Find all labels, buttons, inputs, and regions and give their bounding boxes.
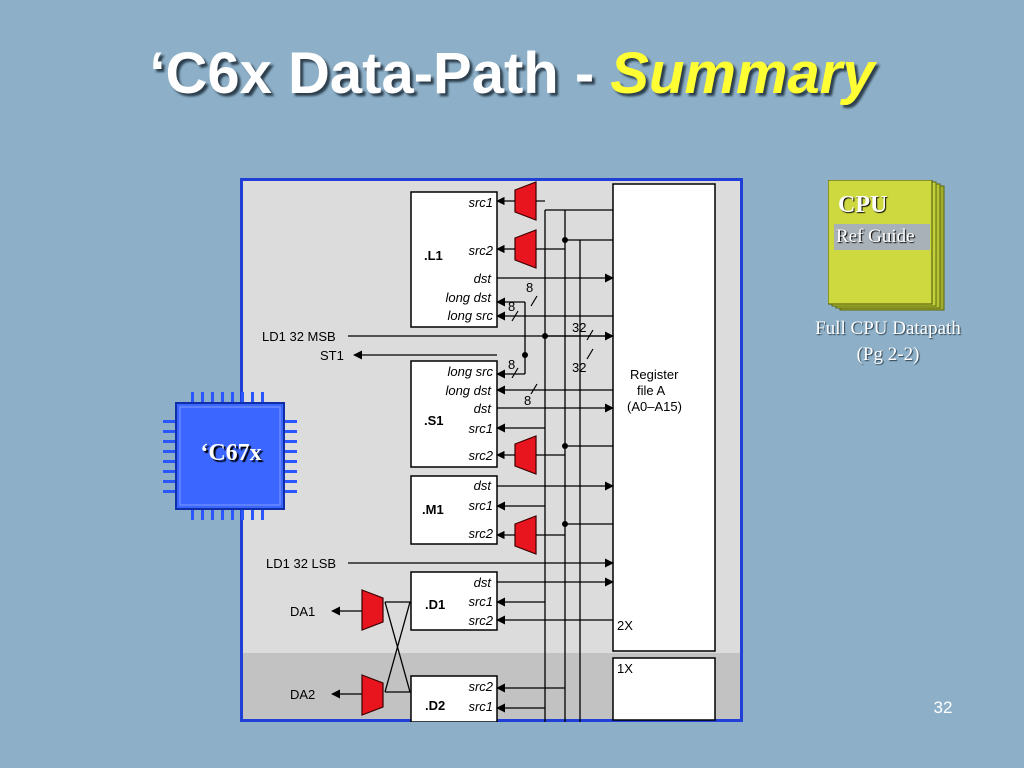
cross-path-2x: 2X (617, 618, 633, 633)
port-m1-dst: dst (474, 478, 493, 493)
register-file-b (612, 657, 716, 721)
width-label-5: 8 (508, 357, 515, 372)
port-d2-src2: src2 (468, 679, 493, 694)
register-file-line2: file A (637, 383, 666, 398)
unit-label-m1: .M1 (422, 502, 444, 517)
mux-l1-src1 (514, 181, 537, 221)
port-d1-dst: dst (474, 575, 493, 590)
signal-da1: DA1 (290, 604, 315, 619)
signal-ld1-msb: LD1 32 MSB (262, 329, 336, 344)
datapath-caption: Full CPU Datapath (Pg 2-2) (788, 316, 988, 368)
width-label-1: 8 (526, 280, 533, 295)
unit-d2 (410, 675, 498, 722)
wire-cross-2 (384, 601, 411, 693)
unit-m1 (410, 475, 498, 545)
tick-2 (511, 310, 519, 322)
junction-1 (562, 237, 568, 243)
port-s1-dst: dst (474, 401, 493, 416)
width-label-3: 32 (572, 320, 586, 335)
tick-1 (530, 295, 538, 307)
mux-m1-src2 (514, 515, 537, 555)
page-number: 32 (933, 698, 953, 717)
port-l1-long-src: long src (447, 308, 493, 323)
junction-3 (522, 352, 528, 358)
unit-d1 (410, 571, 498, 631)
unit-label-l1: .L1 (424, 248, 443, 263)
port-s1-long-src: long src (447, 364, 493, 379)
signal-ld1-lsb: LD1 32 LSB (266, 556, 336, 571)
reference-book-icon (828, 180, 945, 311)
port-l1-dst: dst (474, 271, 493, 286)
width-label-6: 8 (524, 393, 531, 408)
register-file-line3: (A0–A15) (627, 399, 682, 414)
mux-l1-src2 (514, 229, 537, 269)
port-l1-src1: src1 (468, 195, 493, 210)
title-emphasis: Summary (610, 41, 875, 106)
processor-chip-icon (163, 392, 297, 520)
datapath-diagram: Register file A (A0–A15) 2X 1X .L1 .S1 .… (240, 178, 743, 722)
tick-3 (586, 329, 594, 341)
port-m1-src2: src2 (468, 526, 493, 541)
book-title: CPU (838, 192, 888, 218)
signal-st1: ST1 (320, 348, 344, 363)
caption-line1: Full CPU Datapath (815, 318, 961, 339)
title-main: ‘C6x Data-Path - (149, 41, 611, 106)
port-s1-long-dst: long dst (445, 383, 492, 398)
signal-da2: DA2 (290, 687, 315, 702)
unit-l1 (410, 191, 498, 328)
port-m1-src1: src1 (468, 498, 493, 513)
cross-path-1x: 1X (617, 661, 633, 676)
junction-2 (542, 333, 548, 339)
register-file-a (612, 183, 716, 652)
unit-label-s1: .S1 (424, 413, 444, 428)
caption-line2: (Pg 2-2) (856, 344, 920, 365)
tick-4 (586, 348, 594, 360)
mux-da1 (361, 589, 384, 631)
unit-s1 (410, 360, 498, 468)
port-s1-src2: src2 (468, 448, 493, 463)
width-label-4: 32 (572, 360, 586, 375)
mux-s1-src2 (514, 435, 537, 475)
mux-da2 (361, 674, 384, 716)
port-d1-src2: src2 (468, 613, 493, 628)
unit-label-d2: .D2 (425, 698, 445, 713)
port-d1-src1: src1 (468, 594, 493, 609)
width-label-2: 8 (508, 299, 515, 314)
slide-title: ‘C6x Data-Path - Summary (0, 40, 1024, 107)
tick-5 (511, 367, 519, 379)
junction-4 (562, 443, 568, 449)
chip-label: ‘C67x (200, 440, 262, 466)
unit-label-d1: .D1 (425, 597, 445, 612)
port-d2-src1: src1 (468, 699, 493, 714)
book-subtitle: Ref Guide (836, 226, 915, 247)
register-file-line1: Register (630, 367, 679, 382)
port-s1-src1: src1 (468, 421, 493, 436)
port-l1-src2: src2 (468, 243, 493, 258)
port-l1-long-dst: long dst (445, 290, 492, 305)
tick-6 (530, 383, 538, 395)
junction-5 (562, 521, 568, 527)
